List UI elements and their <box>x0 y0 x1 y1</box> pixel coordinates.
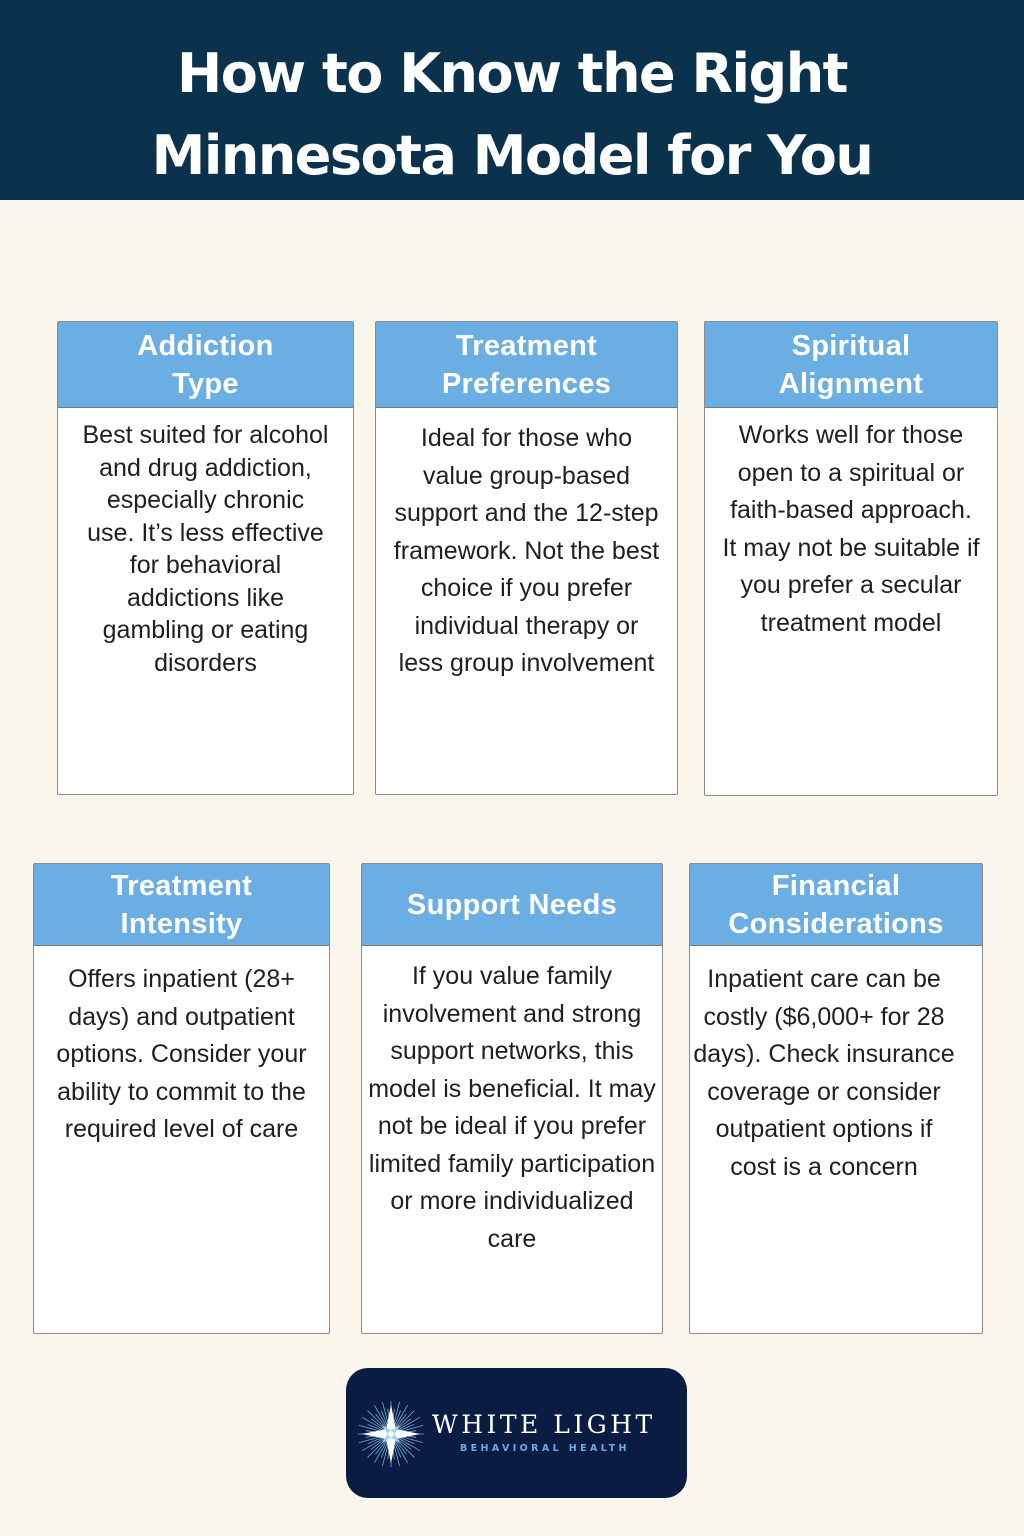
card-body: Ideal for those who value group-based su… <box>393 424 660 677</box>
card-body: Inpatient care can be costly ($6,000+ fo… <box>693 965 955 1181</box>
page-title-line-2: Minnesota Model for You <box>151 124 874 187</box>
card-header: Addiction Type <box>58 322 353 408</box>
card-header: Spiritual Alignment <box>705 322 997 408</box>
card-header: Treatment Preferences <box>376 322 677 408</box>
card-treatment-intensity: Treatment Intensity Offers inpatient (28… <box>33 863 330 1334</box>
card-title: Addiction Type <box>137 329 274 400</box>
header-banner: How to Know the Right Minnesota Model fo… <box>0 0 1024 200</box>
card-title: Support Needs <box>406 888 618 921</box>
card-body: Offers inpatient (28+ days) and outpatie… <box>56 965 307 1143</box>
brand-logo: WHITE LIGHT BEHAVIORAL HEALTH <box>346 1368 687 1498</box>
card-body: If you value family involvement and stro… <box>368 962 656 1253</box>
card-body: Works well for those open to a spiritual… <box>722 421 980 637</box>
card-spiritual-alignment: Spiritual Alignment Works well for those… <box>704 321 998 796</box>
page-title-line-1: How to Know the Right <box>177 42 848 105</box>
brand-name: WHITE LIGHT <box>432 1410 656 1439</box>
brand-subtitle: BEHAVIORAL HEALTH <box>460 1443 630 1454</box>
card-title: Spiritual Alignment <box>778 329 924 400</box>
card-financial-considerations: Financial Considerations Inpatient care … <box>689 863 983 1334</box>
card-header: Financial Considerations <box>690 864 982 946</box>
card-body: Best suited for alcohol and drug addicti… <box>82 421 329 677</box>
card-title: Treatment Preferences <box>441 329 612 400</box>
starburst-icon <box>357 1400 425 1468</box>
card-treatment-preferences: Treatment Preferences Ideal for those wh… <box>375 321 678 795</box>
card-title: Financial Considerations <box>728 869 944 940</box>
card-title: Treatment Intensity <box>110 869 253 940</box>
card-support-needs: Support Needs If you value family involv… <box>361 863 663 1334</box>
card-header: Treatment Intensity <box>34 864 329 946</box>
card-header: Support Needs <box>362 864 662 946</box>
card-addiction-type: Addiction Type Best suited for alcohol a… <box>57 321 354 795</box>
